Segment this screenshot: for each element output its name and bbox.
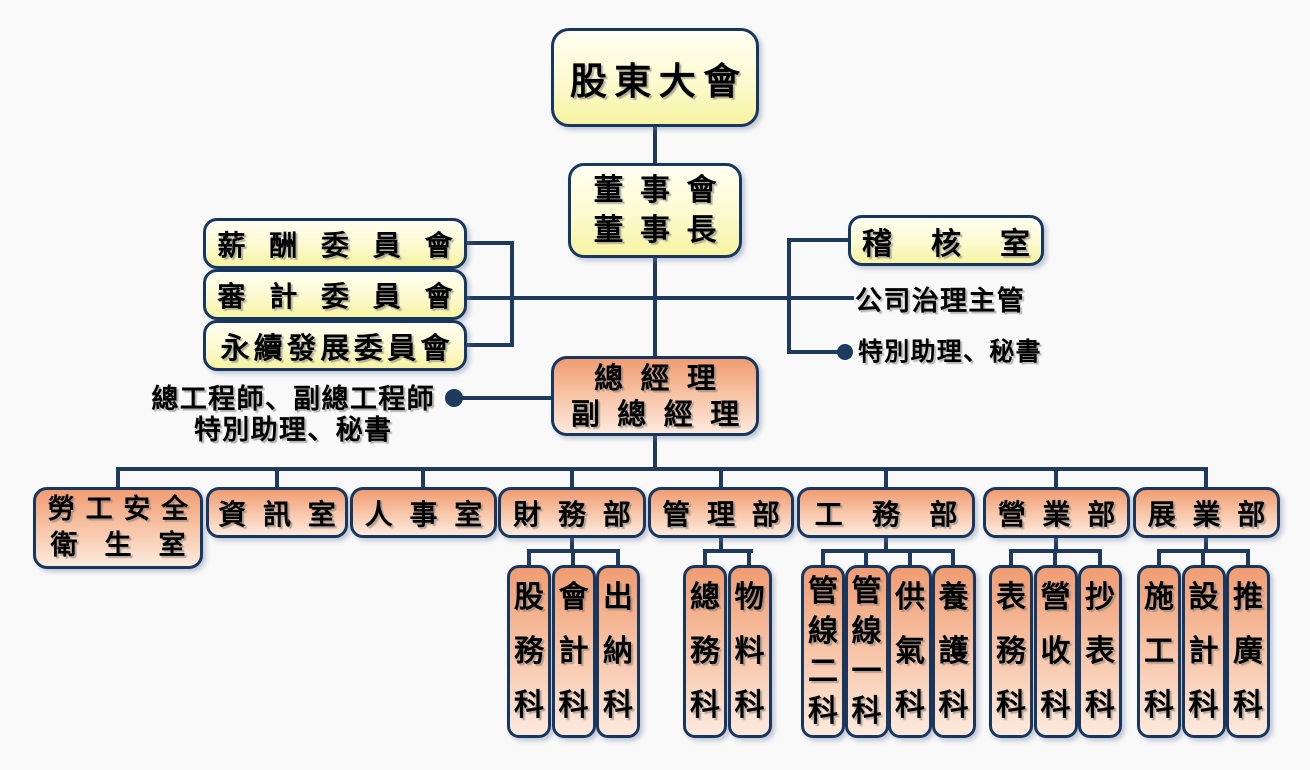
connector-line	[787, 238, 848, 242]
section-meter-reading: 抄表科	[1078, 565, 1122, 738]
connector-line	[787, 238, 791, 354]
connector-line	[421, 467, 425, 489]
bullet-board-assistant	[837, 344, 853, 360]
connector-line	[821, 549, 955, 553]
connector-line	[703, 549, 753, 553]
node-dept-finance: 財務部	[498, 487, 646, 538]
connector-line	[653, 434, 657, 469]
label-board-assistant: 特別助理、秘書	[858, 337, 1042, 366]
connector-line	[571, 549, 575, 567]
connector-line	[455, 396, 553, 400]
connector-line	[1201, 549, 1205, 567]
section-meter-affairs: 表務科	[989, 565, 1033, 738]
connector-line	[1054, 536, 1058, 551]
connector-line	[116, 467, 1208, 471]
connector-line	[1053, 549, 1057, 567]
connector-line	[510, 241, 514, 347]
node-shareholders-label: 股東大會	[569, 59, 748, 103]
bullet-gm-staff	[445, 389, 463, 407]
node-dept-labor-safety-health: 勞工安全 衛生室	[33, 487, 203, 569]
node-audit-office: 稽核室	[848, 215, 1044, 266]
connector-line	[570, 467, 574, 489]
section-pipeline-1: 管線一科	[844, 565, 889, 738]
node-shareholders: 股東大會	[551, 28, 759, 127]
node-gm-line2: 副總經理	[570, 397, 757, 431]
connector-line	[653, 256, 657, 357]
connector-line	[719, 467, 723, 489]
connector-line	[1098, 549, 1102, 567]
connector-line	[116, 467, 120, 489]
connector-line	[703, 549, 707, 567]
connector-line	[787, 350, 845, 354]
connector-line	[275, 467, 279, 489]
section-stock-affairs: 股務科	[507, 565, 551, 738]
section-general-affairs: 總務科	[683, 565, 727, 738]
section-revenue: 營收科	[1033, 565, 1078, 738]
node-committee-sustainability: 永續發展委員會	[203, 320, 467, 371]
connector-line	[466, 296, 854, 300]
section-design: 設計科	[1181, 565, 1226, 738]
connector-line	[1157, 549, 1161, 567]
section-cashier: 出納科	[596, 565, 640, 738]
connector-line	[1204, 467, 1208, 489]
label-gm-staff: 總工程師、副總工程師 特別助理、秘書	[151, 384, 435, 446]
node-dept-public-works: 工務部	[797, 487, 975, 538]
section-maintenance: 養護科	[931, 565, 976, 738]
connector-line	[653, 126, 657, 164]
node-board-line1: 董事會	[593, 172, 733, 208]
node-dept-management: 管理部	[648, 487, 794, 538]
node-committee-audit: 審計委員會	[203, 269, 467, 320]
connector-line	[466, 241, 512, 245]
connector-line	[884, 467, 888, 489]
node-committee-compensation: 薪酬委員會	[203, 218, 467, 269]
node-board: 董事會 董事長	[568, 163, 742, 258]
connector-line	[1009, 549, 1013, 567]
connector-line	[1204, 536, 1208, 551]
section-accounting: 會計科	[551, 565, 596, 738]
node-dept-business-expansion: 展業部	[1133, 487, 1280, 538]
section-materials: 物料科	[727, 565, 772, 738]
connector-line	[864, 549, 868, 567]
node-gm-line1: 總經理	[594, 361, 734, 395]
connector-line	[747, 549, 751, 567]
section-gas-supply: 供氣科	[888, 565, 932, 738]
connector-line	[908, 549, 912, 567]
section-pipeline-2: 管線二科	[801, 565, 845, 738]
node-dept-personnel: 人事室	[350, 487, 497, 538]
connector-line	[821, 549, 825, 567]
connector-line	[884, 536, 888, 551]
section-construction: 施工科	[1137, 565, 1181, 738]
connector-line	[719, 536, 723, 551]
connector-line	[1054, 467, 1058, 489]
node-dept-sales: 營業部	[983, 487, 1130, 538]
connector-line	[1246, 549, 1250, 567]
node-general-manager: 總經理 副總經理	[551, 356, 759, 436]
connector-line	[570, 536, 574, 551]
connector-line	[951, 549, 955, 567]
connector-line	[527, 549, 531, 567]
label-governance-officer: 公司治理主管	[855, 286, 1026, 317]
section-promotion: 推廣科	[1226, 565, 1270, 738]
node-board-line2: 董事長	[593, 212, 733, 248]
connector-line	[616, 549, 620, 567]
connector-line	[466, 343, 512, 347]
node-dept-information: 資訊室	[206, 487, 348, 538]
